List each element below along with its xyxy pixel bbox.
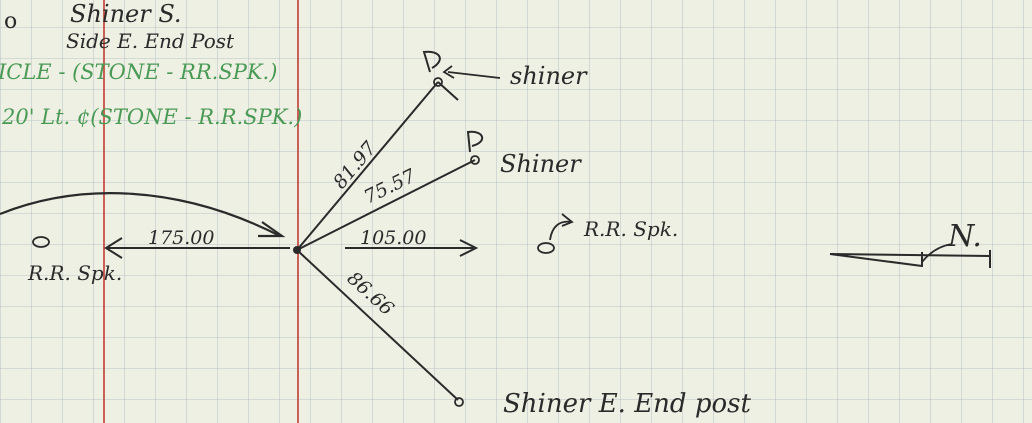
line-to-bottom-shiner: [296, 249, 459, 401]
top-shiner-pointer-arrow: [442, 65, 501, 79]
distance-right-spike: 105.00: [360, 227, 426, 249]
approach-arrowhead: [258, 221, 286, 238]
north-arrow-curve: [921, 243, 953, 263]
approach-curve-arrow: [0, 192, 281, 237]
top-shiner-flag: [422, 50, 459, 101]
top-shiner-point: [433, 77, 443, 87]
right-spike-pointer: [549, 213, 574, 241]
bottom-shiner-point: [454, 397, 464, 407]
distance-left-spike: 175.00: [148, 227, 214, 249]
note-line-2: Side E. End Post: [66, 29, 235, 53]
note-line-1: Shiner S.: [70, 0, 182, 28]
north-arrow-icon: [829, 250, 991, 268]
note-line-4: 20' Lt. ¢(STONE - R.R.SPK.): [1, 105, 302, 129]
right-arrowhead: [459, 239, 479, 257]
left-spike-symbol: [32, 236, 50, 248]
label-bottom-shiner: Shiner E. End post: [503, 389, 751, 419]
mid-shiner-point: [470, 155, 480, 165]
note-line-3: ICLE - (STONE - RR.SPK.): [0, 60, 277, 84]
line-to-top-shiner: [296, 81, 439, 251]
label-right-spike: R.R. Spk.: [583, 217, 678, 241]
left-arrowhead: [104, 237, 123, 259]
label-mid-shiner: Shiner: [500, 150, 582, 178]
right-spike-symbol: [537, 242, 555, 254]
mid-shiner-flag: [466, 130, 483, 153]
circle-mark: o: [4, 9, 17, 34]
label-top-shiner: shiner: [510, 62, 588, 90]
line-to-mid-shiner: [296, 159, 476, 251]
north-label: N.: [947, 219, 982, 254]
label-left-spike: R.R. Spk.: [27, 261, 122, 285]
